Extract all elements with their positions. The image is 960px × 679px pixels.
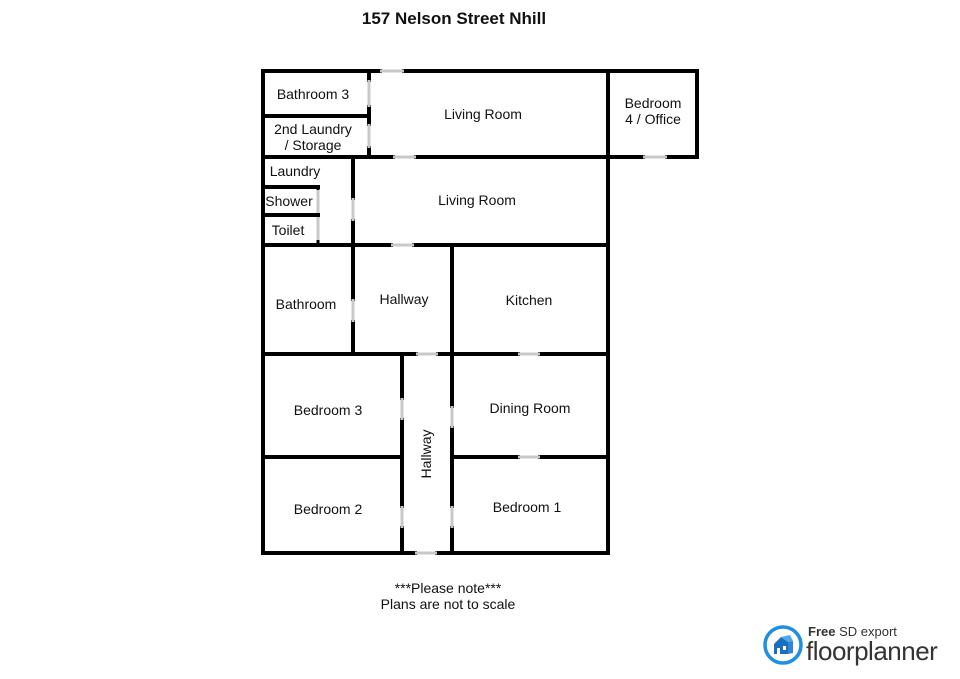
floorplanner-watermark: Free SD export floorplanner bbox=[762, 622, 952, 668]
scale-note: ***Please note*** Plans are not to scale bbox=[348, 580, 548, 612]
room-label-kitchen: Kitchen bbox=[505, 292, 553, 308]
room-label-line: 2nd Laundry bbox=[274, 121, 352, 137]
room-label-line: / Storage bbox=[284, 137, 342, 153]
room-label-toilet: Toilet bbox=[271, 222, 305, 238]
room-label-dining-room: Dining Room bbox=[489, 400, 571, 416]
room-label-bedroom-3: Bedroom 3 bbox=[293, 402, 363, 418]
room-label-living-room-upper: Living Room bbox=[444, 106, 522, 122]
room-label-2nd-laundry-storage: 2nd Laundry / Storage bbox=[274, 121, 352, 153]
watermark-tagline: Free SD export bbox=[808, 624, 897, 639]
watermark-free: Free bbox=[808, 624, 836, 639]
room-label-shower: Shower bbox=[265, 193, 313, 209]
room-label-bathroom: Bathroom bbox=[275, 296, 337, 312]
floorplanner-logo-icon bbox=[763, 625, 803, 665]
watermark-brand: floorplanner bbox=[806, 636, 938, 666]
room-label-bedroom-4-office: Bedroom 4 / Office bbox=[625, 95, 682, 127]
room-label-line: 4 / Office bbox=[625, 111, 681, 127]
room-label-bedroom-1: Bedroom 1 bbox=[492, 499, 562, 515]
room-label-bathroom-3: Bathroom 3 bbox=[276, 86, 350, 102]
page-title: 157 Nelson Street Nhill bbox=[361, 9, 547, 28]
room-label-hallway-lower: Hallway bbox=[418, 429, 434, 479]
note-text: Plans are not to scale bbox=[380, 596, 516, 612]
walls bbox=[261, 69, 699, 555]
room-label-living-room-lower: Living Room bbox=[438, 192, 516, 208]
room-label-bedroom-2: Bedroom 2 bbox=[293, 501, 363, 517]
room-label-line: Bedroom bbox=[624, 95, 682, 111]
room-label-hallway-upper: Hallway bbox=[379, 291, 429, 307]
doors bbox=[316, 69, 667, 555]
watermark-export: SD export bbox=[835, 624, 897, 639]
room-label-laundry: Laundry bbox=[269, 163, 321, 179]
note-heading: ***Please note*** bbox=[394, 580, 502, 596]
